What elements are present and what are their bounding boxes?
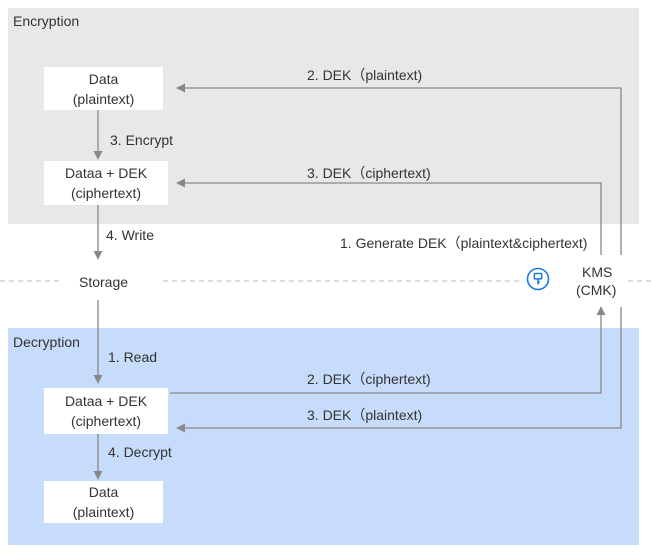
kms-line1: KMS: [582, 264, 613, 280]
kms-line2: (CMK): [576, 282, 617, 298]
label-enc-dek-ciphertext: 3. DEK（ciphertext): [307, 165, 431, 181]
enc-data-box: Data (plaintext): [44, 67, 163, 110]
label-dec-decrypt: 4. Decrypt: [108, 444, 172, 460]
dec-data-box: Data (plaintext): [44, 481, 163, 523]
enc-data-line2: (plaintext): [72, 90, 135, 107]
enc-datadek-line2: (ciphertext): [70, 185, 142, 201]
storage-label: Storage: [79, 274, 129, 290]
enc-datadek-line1: Dataa + DEK: [64, 165, 148, 181]
dec-datadek-line1: Dataa + DEK: [64, 393, 148, 409]
arrow-dek-ciphertext-dec: [170, 306, 606, 394]
label-dec-dek-ciphertext: 2. DEK（ciphertext): [307, 371, 431, 387]
label-enc-encrypt: 3. Encrypt: [110, 132, 174, 148]
decryption-title: Decryption: [13, 334, 80, 350]
label-enc-dek-plaintext: 2. DEK（plaintext): [307, 67, 423, 83]
encryption-title: Encryption: [13, 13, 80, 29]
arrow-dek-plaintext-enc: [176, 83, 622, 255]
enc-data-line1: Data: [88, 70, 119, 87]
dec-datadek-line2: (ciphertext): [70, 413, 142, 429]
label-dec-read: 1. Read: [108, 349, 158, 365]
label-dec-dek-plaintext: 3. DEK（plaintext): [307, 407, 423, 423]
dec-data-line2: (plaintext): [72, 504, 135, 520]
key-shield-icon: [526, 267, 550, 291]
label-enc-write: 4. Write: [106, 227, 154, 243]
label-generate-dek: 1. Generate DEK（plaintext&ciphertext): [340, 235, 588, 251]
arrow-dek-plaintext-dec: [176, 307, 622, 433]
dec-data-line1: Data: [88, 484, 119, 500]
dec-datadek-box: Dataa + DEK (ciphertext): [44, 388, 168, 434]
enc-datadek-box: Dataa + DEK (ciphertext): [44, 161, 168, 205]
arrow-dek-ciphertext-enc: [176, 178, 602, 255]
